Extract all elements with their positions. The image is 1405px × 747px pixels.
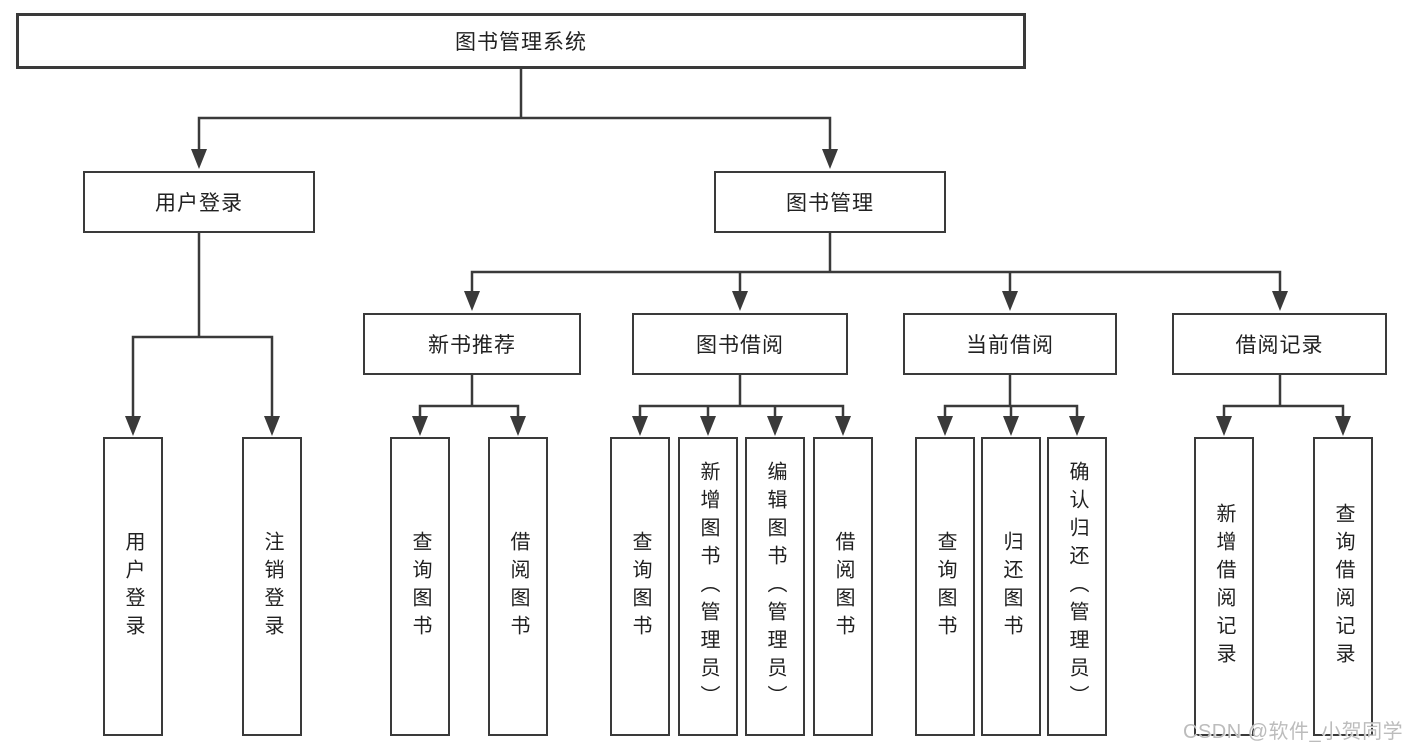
arrowheads [125, 149, 1351, 436]
node-user-login: 用户登录 [83, 171, 315, 233]
leaf-confirm-return-admin: 确认归还（管理员） [1047, 437, 1107, 736]
leaf-borrow-books-recommend: 借阅图书 [488, 437, 548, 736]
leaf-logout: 注销登录 [242, 437, 302, 736]
leaf-borrow-books-borrowing: 借阅图书 [813, 437, 873, 736]
leaf-query-books-current: 查询图书 [915, 437, 975, 736]
leaf-query-borrow-record: 查询借阅记录 [1313, 437, 1373, 736]
node-book-management: 图书管理 [714, 171, 946, 233]
leaf-edit-book-admin: 编辑图书（管理员） [745, 437, 805, 736]
leaf-user-login: 用户登录 [103, 437, 163, 736]
leaf-query-books-recommend: 查询图书 [390, 437, 450, 736]
leaf-query-books-borrowing: 查询图书 [610, 437, 670, 736]
leaf-add-borrow-record: 新增借阅记录 [1194, 437, 1254, 736]
node-current-borrowing: 当前借阅 [903, 313, 1117, 375]
leaf-return-book: 归还图书 [981, 437, 1041, 736]
node-system-root: 图书管理系统 [16, 13, 1026, 69]
csdn-watermark: CSDN @软件_小贺同学 [1183, 721, 1404, 743]
node-borrowing-records: 借阅记录 [1172, 313, 1387, 375]
leaf-add-book-admin: 新增图书（管理员） [678, 437, 738, 736]
node-new-book-recommendation: 新书推荐 [363, 313, 581, 375]
node-book-borrowing: 图书借阅 [632, 313, 848, 375]
